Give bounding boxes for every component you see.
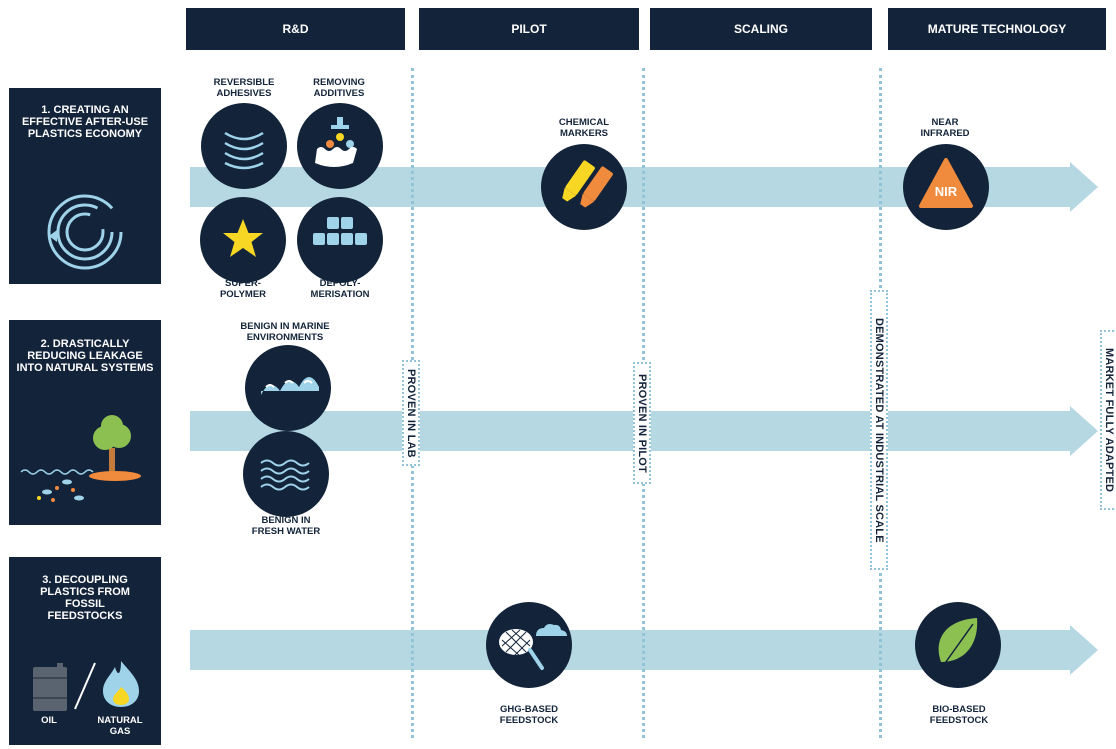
tech-bio-feedstock	[915, 602, 1001, 688]
divider-slash-icon	[74, 662, 96, 710]
phase-label: PILOT	[511, 22, 547, 36]
caption-depolymerisation: DEPOLY- MERISATION	[310, 278, 370, 300]
natural-gas-label: NATURAL GAS	[97, 715, 143, 737]
water-ripples-icon	[260, 459, 310, 491]
milestone-proven-in-pilot: PROVEN IN PILOT	[633, 362, 651, 484]
extraction-bowl-icon	[315, 117, 357, 167]
star-icon	[223, 219, 263, 257]
highlighter-markers-icon	[562, 160, 613, 208]
caption-super-polymer: SUPER- POLYMER	[219, 278, 267, 300]
phase-label: SCALING	[734, 22, 788, 36]
tech-reversible-adhesives	[201, 103, 287, 189]
cubes-icon	[313, 217, 367, 245]
row3-title: 3. DECOUPLING PLASTICS FROM FOSSIL FEEDS…	[40, 574, 130, 622]
caption-chemical-markers: CHEMICAL MARKERS	[558, 117, 610, 139]
island-tree-fish-icon	[20, 415, 141, 502]
caption-benign-marine: BENIGN IN MARINE ENVIRONMENTS	[240, 321, 330, 343]
oil-label: OIL	[41, 715, 57, 726]
gas-flame-icon	[103, 661, 139, 707]
tech-depolymerisation	[297, 197, 383, 283]
tech-ghg-feedstock	[486, 602, 572, 688]
phase-header-mature: MATURE TECHNOLOGY	[888, 8, 1106, 50]
tech-super-polymer	[200, 197, 286, 283]
layers-icon	[224, 131, 264, 170]
row1-title: 1. CREATING AN EFFECTIVE AFTER-USE PLAST…	[21, 104, 149, 140]
phase-header-scaling: SCALING	[650, 8, 872, 50]
milestone-market-fully-adapted: MARKET FULLY ADAPTED	[1100, 330, 1116, 510]
row3-box: 3. DECOUPLING PLASTICS FROM FOSSIL FEEDS…	[9, 557, 161, 745]
phase-label: R&D	[282, 22, 309, 36]
tech-benign-fresh-water	[243, 431, 329, 517]
row2-title: 2. DRASTICALLY REDUCING LEAKAGE INTO NAT…	[16, 338, 154, 374]
row2-box: 2. DRASTICALLY REDUCING LEAKAGE INTO NAT…	[9, 320, 161, 525]
phase-header-rd: R&D	[186, 8, 405, 50]
tech-near-infrared: NIR	[903, 144, 989, 230]
oil-barrel-icon	[33, 663, 67, 711]
caption-ghg-feedstock: GHG-BASED FEEDSTOCK	[499, 704, 559, 726]
caption-reversible-adhesives: REVERSIBLE ADHESIVES	[213, 77, 275, 99]
ocean-waves-icon	[261, 377, 319, 395]
triangle-icon	[919, 158, 973, 208]
caption-near-infrared: NEAR INFRARED	[920, 117, 970, 139]
net-and-cloud-icon	[499, 624, 567, 670]
phase-header-pilot: PILOT	[419, 8, 639, 50]
caption-removing-additives: REMOVING ADDITIVES	[313, 77, 365, 99]
phase-label: MATURE TECHNOLOGY	[927, 22, 1067, 36]
tech-benign-marine	[245, 345, 331, 431]
tech-removing-additives	[297, 103, 383, 189]
row1-box: 1. CREATING AN EFFECTIVE AFTER-USE PLAST…	[9, 88, 161, 284]
caption-benign-fresh-water: BENIGN IN FRESH WATER	[251, 515, 321, 537]
leaf-icon	[938, 618, 978, 667]
caption-bio-feedstock: BIO-BASED FEEDSTOCK	[929, 704, 989, 726]
nir-badge: NIR	[934, 184, 958, 199]
milestone-industrial-scale: DEMONSTRATED AT INDUSTRIAL SCALE	[870, 290, 888, 570]
circular-arrows-icon	[47, 194, 123, 270]
tech-chemical-markers	[541, 144, 627, 230]
milestone-proven-in-lab: PROVEN IN LAB	[402, 360, 420, 466]
